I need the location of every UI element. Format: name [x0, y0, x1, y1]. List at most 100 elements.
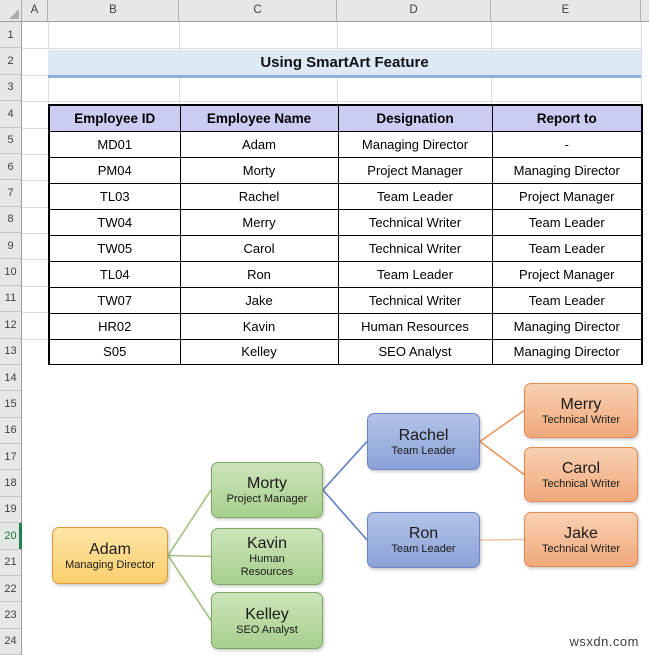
table-cell[interactable]: TW04 — [48, 208, 181, 236]
table-cell[interactable]: Managing Director — [491, 338, 643, 366]
table-cell[interactable]: Kavin — [179, 312, 339, 340]
table-cell[interactable]: Project Manager — [337, 156, 493, 184]
table-cell[interactable]: Technical Writer — [337, 234, 493, 262]
table-cell[interactable]: Morty — [179, 156, 339, 184]
org-node-name: Rachel — [398, 426, 449, 444]
table-cell[interactable]: Managing Director — [337, 130, 493, 158]
row-header-14[interactable]: 14 — [0, 365, 21, 392]
row-header-13[interactable]: 13 — [0, 339, 21, 365]
org-node-name: Merry — [560, 395, 602, 413]
row-header-9[interactable]: 9 — [0, 233, 21, 260]
row-header-21[interactable]: 21 — [0, 550, 21, 576]
org-node-name: Carol — [561, 459, 601, 477]
row-header-22[interactable]: 22 — [0, 576, 21, 603]
row-header-20[interactable]: 20 — [0, 523, 22, 550]
table-cell[interactable]: Team Leader — [491, 234, 643, 262]
select-all-corner[interactable] — [0, 0, 22, 22]
row-header-1[interactable]: 1 — [0, 22, 21, 49]
table-cell[interactable]: TL04 — [48, 260, 181, 288]
table-header-cell[interactable]: Designation — [337, 104, 493, 132]
org-node-role: Human Resources — [240, 553, 294, 578]
table-cell[interactable]: Team Leader — [491, 208, 643, 236]
table-cell[interactable]: TW05 — [48, 234, 181, 262]
org-node-role: Managing Director — [65, 558, 155, 571]
table-cell[interactable]: Kelley — [179, 338, 339, 366]
table-cell[interactable]: - — [491, 130, 643, 158]
row-header-10[interactable]: 10 — [0, 259, 21, 286]
row-header-7[interactable]: 7 — [0, 180, 21, 207]
table-cell[interactable]: Project Manager — [491, 182, 643, 210]
row-header-3[interactable]: 3 — [0, 75, 21, 102]
table-cell[interactable]: Ron — [179, 260, 339, 288]
table-cell[interactable]: Team Leader — [491, 286, 643, 314]
column-header-B[interactable]: B — [48, 0, 179, 21]
table-cell[interactable]: Jake — [179, 286, 339, 314]
table-cell[interactable]: Technical Writer — [337, 286, 493, 314]
row-header-12[interactable]: 12 — [0, 312, 21, 339]
row-header-15[interactable]: 15 — [0, 391, 21, 418]
table-cell[interactable]: MD01 — [48, 130, 181, 158]
row-header-2[interactable]: 2 — [0, 48, 21, 75]
table-cell[interactable]: Managing Director — [491, 156, 643, 184]
row-header-18[interactable]: 18 — [0, 470, 21, 497]
row-header-24[interactable]: 24 — [0, 629, 21, 655]
table-cell[interactable]: Project Manager — [491, 260, 643, 288]
table-cell[interactable]: Team Leader — [337, 182, 493, 210]
org-node-name: Ron — [408, 525, 439, 542]
sheet-title-cell[interactable]: Using SmartArt Feature — [48, 50, 641, 78]
table-cell[interactable]: SEO Analyst — [337, 338, 493, 366]
row-header-11[interactable]: 11 — [0, 286, 21, 313]
column-header-D[interactable]: D — [337, 0, 491, 21]
row-header-8[interactable]: 8 — [0, 207, 21, 233]
table-cell[interactable]: Technical Writer — [337, 208, 493, 236]
watermark: wsxdn.com — [569, 634, 639, 649]
table-header-cell[interactable]: Employee ID — [48, 104, 181, 132]
row-header-17[interactable]: 17 — [0, 444, 21, 471]
org-node-name: Kelley — [245, 605, 289, 623]
table-cell[interactable]: S05 — [48, 338, 181, 366]
table-header-cell[interactable]: Report to — [491, 104, 643, 132]
row-header-5[interactable]: 5 — [0, 128, 21, 154]
table-cell[interactable]: Team Leader — [337, 260, 493, 288]
table-cell[interactable]: HR02 — [48, 312, 181, 340]
table-cell[interactable]: Carol — [179, 234, 339, 262]
table-cell[interactable]: Adam — [179, 130, 339, 158]
table-cell[interactable]: Merry — [179, 208, 339, 236]
org-node-name: Kavin — [246, 535, 288, 552]
org-node-role: Technical Writer — [541, 413, 621, 426]
table-cell[interactable]: Rachel — [179, 182, 339, 210]
table-cell[interactable]: TW07 — [48, 286, 181, 314]
column-header-E[interactable]: E — [491, 0, 641, 21]
gridline-horizontal — [22, 48, 641, 50]
table-cell[interactable]: Managing Director — [491, 312, 643, 340]
column-header-C[interactable]: C — [179, 0, 337, 21]
org-node-role: Technical Writer — [541, 542, 621, 555]
row-header-19[interactable]: 19 — [0, 497, 21, 524]
row-header-23[interactable]: 23 — [0, 602, 21, 629]
table-cell[interactable]: TL03 — [48, 182, 181, 210]
column-header-A[interactable]: A — [22, 0, 48, 21]
row-header-16[interactable]: 16 — [0, 418, 21, 444]
table-cell[interactable]: Human Resources — [337, 312, 493, 340]
org-node-role: Technical Writer — [541, 477, 621, 490]
table-header-cell[interactable]: Employee Name — [179, 104, 339, 132]
row-header-4[interactable]: 4 — [0, 101, 21, 128]
table-cell[interactable]: PM04 — [48, 156, 181, 184]
row-header-6[interactable]: 6 — [0, 154, 21, 181]
